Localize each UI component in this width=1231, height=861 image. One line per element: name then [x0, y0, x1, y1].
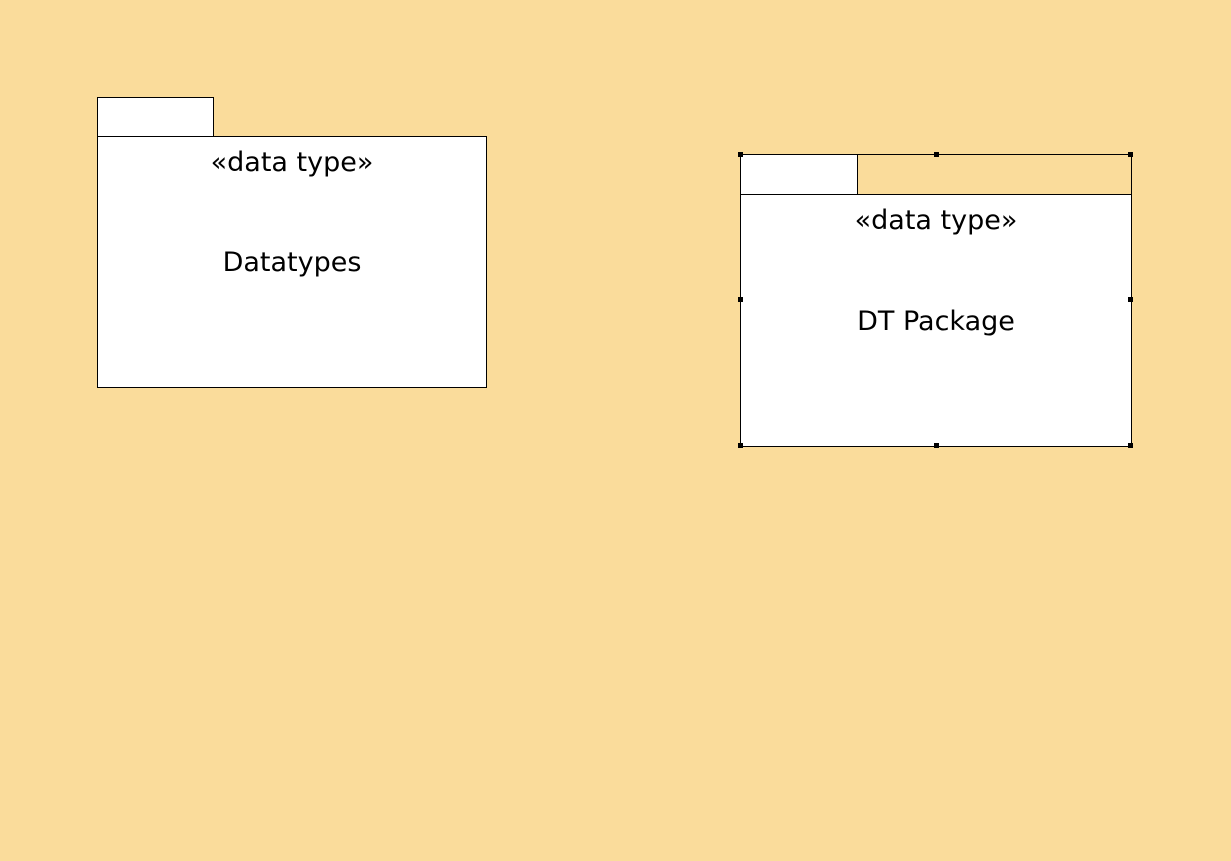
package-body[interactable]: «data type» DT Package — [740, 194, 1132, 447]
package-dt-package[interactable]: «data type» DT Package — [740, 154, 1132, 447]
resize-handle-left[interactable] — [738, 297, 743, 302]
resize-handle-right[interactable] — [1128, 297, 1133, 302]
resize-handle-top[interactable] — [934, 152, 939, 157]
package-stereotype: «data type» — [210, 147, 374, 178]
resize-handle-bottom-left[interactable] — [738, 443, 743, 448]
package-stereotype: «data type» — [854, 205, 1018, 236]
resize-handle-bottom[interactable] — [934, 443, 939, 448]
resize-handle-top-right[interactable] — [1128, 152, 1133, 157]
package-body[interactable]: «data type» Datatypes — [97, 136, 487, 388]
package-name: DT Package — [857, 306, 1015, 337]
package-datatypes[interactable]: «data type» Datatypes — [97, 97, 487, 388]
package-name: Datatypes — [222, 247, 362, 278]
resize-handle-bottom-right[interactable] — [1128, 443, 1133, 448]
resize-handle-top-left[interactable] — [738, 152, 743, 157]
package-tab — [740, 154, 858, 195]
package-tab — [97, 97, 214, 137]
